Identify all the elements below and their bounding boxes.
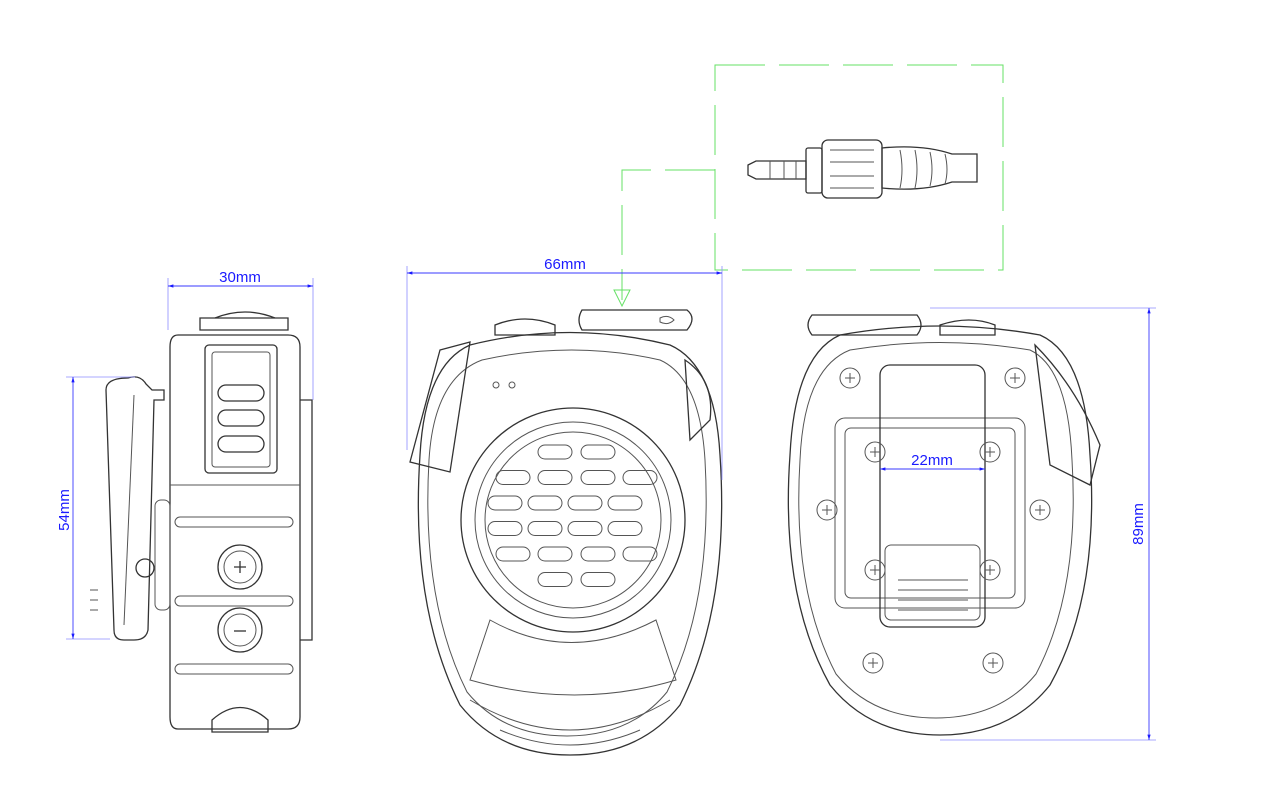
dimension-label: 22mm	[911, 452, 953, 469]
screw-cross	[985, 447, 995, 457]
screw-cross	[1035, 505, 1045, 515]
screw-icon	[1029, 499, 1051, 521]
screw-cross	[822, 505, 832, 515]
screws	[816, 367, 1051, 674]
speaker-grille	[487, 444, 658, 587]
grille-slot	[607, 521, 643, 536]
grille-slot	[537, 546, 573, 562]
screw-cross	[870, 447, 880, 457]
screw-icon	[979, 559, 1001, 581]
grille-slot	[537, 470, 573, 485]
screw-icon	[839, 367, 861, 389]
grille-slot	[495, 546, 531, 562]
grille-slot	[487, 495, 523, 511]
dimension-label: 54mm	[56, 489, 73, 531]
screw-icon	[862, 652, 884, 674]
screw-icon	[979, 441, 1001, 463]
screw-cross	[870, 565, 880, 575]
grille-slot	[567, 495, 603, 511]
back-view	[787, 314, 1101, 736]
screw-cross	[985, 565, 995, 575]
grille-slot	[580, 572, 616, 587]
grille-slot	[567, 521, 603, 536]
grille-slot	[537, 444, 573, 460]
dimension-30mm: 30mm	[167, 269, 314, 400]
screw-icon	[982, 652, 1004, 674]
grille-slot	[622, 470, 658, 485]
screw-icon	[816, 499, 838, 521]
screw-icon	[864, 559, 886, 581]
screw-cross	[868, 658, 878, 668]
dimension-label: 30mm	[219, 269, 261, 286]
screw-cross	[845, 373, 855, 383]
side-view	[90, 311, 313, 733]
grille-slot	[495, 470, 531, 485]
screw-icon	[1004, 367, 1026, 389]
grille-slot	[527, 495, 563, 511]
grille-slot	[487, 521, 523, 536]
screw-cross	[1010, 373, 1020, 383]
dimension-22mm: 22mm	[880, 452, 985, 471]
dimension-89mm: 89mm	[930, 307, 1156, 741]
dimension-label: 66mm	[544, 256, 586, 273]
grille-slot	[622, 546, 658, 562]
screw-cross	[988, 658, 998, 668]
connector-detail	[613, 64, 1004, 308]
grille-slot	[607, 495, 643, 511]
front-view	[409, 309, 723, 756]
dimension-54mm: 54mm	[56, 376, 135, 640]
dimension-label: 89mm	[1130, 503, 1147, 545]
screw-icon	[864, 441, 886, 463]
grille-slot	[527, 521, 563, 536]
dimension-66mm: 66mm	[406, 256, 723, 480]
grille-slot	[537, 572, 573, 587]
grille-slot	[580, 444, 616, 460]
grille-slot	[580, 470, 616, 485]
grille-slot	[580, 546, 616, 562]
